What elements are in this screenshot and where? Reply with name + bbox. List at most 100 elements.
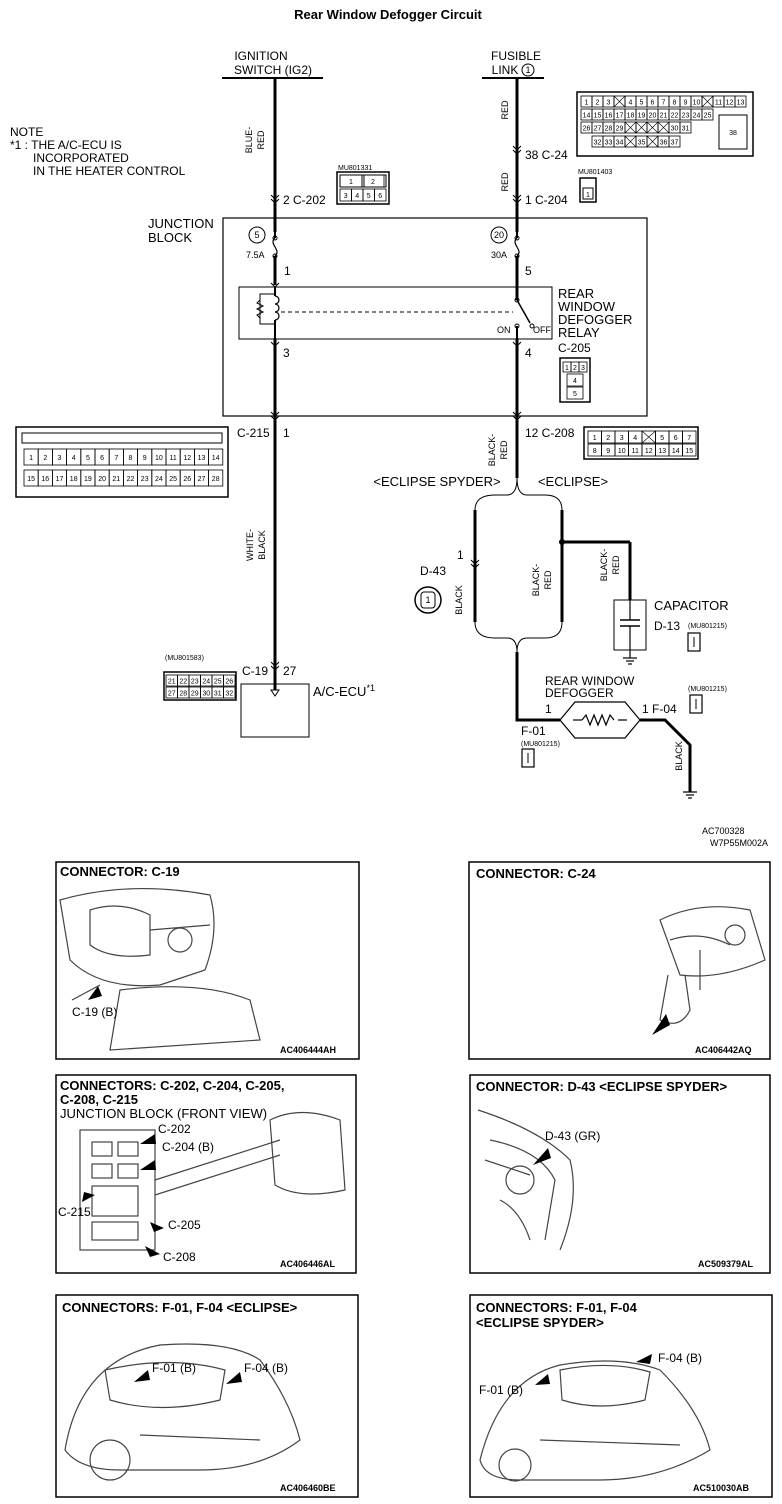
ignition-label-1: IGNITION xyxy=(234,49,287,63)
c24-blank xyxy=(701,95,714,108)
c24-blank xyxy=(613,95,626,108)
fuse5-amp: 7.5A xyxy=(246,250,265,260)
d43-face-pin: 1 xyxy=(425,595,430,605)
wire-label-black-b: BLACK- xyxy=(487,434,497,467)
c24-pin: 1 xyxy=(585,100,589,107)
c215-pin: 27 xyxy=(198,476,206,483)
c24-pin: 22 xyxy=(671,113,679,120)
arrow-icon xyxy=(88,986,102,1000)
jb-pin5: 5 xyxy=(525,264,532,278)
conn-c204: 1 C-204 xyxy=(525,193,568,207)
c215-pin: 18 xyxy=(70,476,78,483)
c24-pin: 35 xyxy=(638,140,646,147)
branch-brace-bottom xyxy=(474,621,563,653)
c215-pin: 13 xyxy=(198,455,206,462)
c215-pin: 4 xyxy=(72,455,76,462)
conn-c24: 38 C-24 xyxy=(525,148,568,162)
c205-cell xyxy=(566,386,584,400)
c19-pin: 21 xyxy=(168,679,176,686)
c19-pin: 24 xyxy=(202,679,210,686)
relay-label-1: REAR xyxy=(558,286,594,301)
f01-face xyxy=(521,748,535,768)
chevron-marks xyxy=(270,145,522,204)
c24-cell xyxy=(701,108,714,121)
c205-pin: 5 xyxy=(573,391,577,398)
c208-pin: 13 xyxy=(658,448,666,455)
c24-pin: 14 xyxy=(583,113,591,120)
conn-f04: 1 F-04 xyxy=(642,702,677,716)
c19-pin: 28 xyxy=(179,691,187,698)
conn-c19-pin: 27 xyxy=(283,664,297,678)
wire-label-red-top: RED xyxy=(500,100,510,120)
c24-cell xyxy=(734,95,747,108)
c208-pin: 6 xyxy=(674,435,678,442)
arrow-icon xyxy=(226,1372,242,1384)
conn-c215: C-215 xyxy=(237,426,270,440)
note-line1: NOTE xyxy=(10,125,43,139)
panel-f-spyder-title: CONNECTORS: F-01, F-04 xyxy=(476,1300,638,1315)
c215-pin: 1 xyxy=(29,455,33,462)
c24-blank xyxy=(624,135,637,148)
relay-off: OFF xyxy=(533,325,551,335)
c24-pin: 21 xyxy=(660,113,668,120)
panel-jb-callout-c215: C-215 xyxy=(58,1205,91,1219)
wire-defogger-ground xyxy=(640,718,692,792)
wire-label-cap-1: BLACK- xyxy=(599,549,609,582)
c208-pin: 7 xyxy=(687,435,691,442)
arrow-icon xyxy=(145,1246,160,1257)
c208-pin: 10 xyxy=(618,448,626,455)
panel-d43-callout: D-43 (GR) xyxy=(545,1129,600,1143)
switch-node-top xyxy=(514,297,520,303)
wire-label-br-1: BLACK- xyxy=(531,564,541,597)
c24-big-cell xyxy=(718,114,748,150)
fuse5-circle xyxy=(248,226,266,244)
c24-cell xyxy=(668,135,681,148)
c24-pin: 9 xyxy=(684,100,688,107)
note-line2: *1 : THE A/C-ECU IS xyxy=(10,138,122,152)
c19-chevron-b xyxy=(270,665,280,671)
panel-jb-callout-c204: C-204 (B) xyxy=(162,1140,214,1154)
arrow-icon xyxy=(636,1354,652,1364)
c215-pin: 16 xyxy=(41,476,49,483)
conn-c202: 2 C-202 xyxy=(283,193,326,207)
c215-pin: 7 xyxy=(114,455,118,462)
c205-pin: 1 xyxy=(565,365,569,372)
wire-label-black-d43: BLACK xyxy=(454,585,464,615)
junction-label-1: JUNCTION xyxy=(148,216,214,231)
car-sketch-spyder xyxy=(479,1360,711,1482)
c202-pin: 6 xyxy=(378,193,382,200)
c215-cell xyxy=(208,448,224,466)
panel-f-eclipse-code: AC406460BE xyxy=(280,1483,336,1493)
c24-blank xyxy=(646,121,659,134)
c24-pin: 10 xyxy=(693,100,701,107)
c19-pin: 22 xyxy=(179,679,187,686)
c215-pin: 2 xyxy=(43,455,47,462)
switch-node-off xyxy=(529,323,535,329)
panel-jb-callout-c208: C-208 xyxy=(163,1250,196,1264)
dash-sketch-2 xyxy=(659,906,766,1024)
c215-pin: 15 xyxy=(27,476,35,483)
arrow-icon xyxy=(134,1370,150,1382)
arrow-icon xyxy=(140,1134,156,1144)
acecu-name: A/C-ECU xyxy=(313,684,366,699)
c24-pin: 33 xyxy=(605,140,613,147)
panel-c24: CONNECTOR: C-24 AC406442AQ xyxy=(468,861,771,1060)
conn-c215-pin: 1 xyxy=(283,426,290,440)
wire-label-red-b: RED xyxy=(499,440,509,460)
capacitor-label: CAPACITOR xyxy=(654,598,729,613)
code-main-1: AC700328 xyxy=(702,826,745,836)
panel-jb-code: AC406446AL xyxy=(280,1259,336,1269)
panel-f-eclipse-title: CONNECTORS: F-01, F-04 <ECLIPSE> xyxy=(62,1300,298,1315)
c215-pin: 25 xyxy=(169,476,177,483)
f04-mu: (MU801215) xyxy=(688,686,727,693)
conn-c19: C-19 xyxy=(242,664,268,678)
c208-pin: 9 xyxy=(606,448,610,455)
branch-brace-top xyxy=(474,477,563,511)
c24-blank xyxy=(635,121,648,134)
fusible-num-circle xyxy=(521,63,535,77)
c215-pin: 11 xyxy=(169,455,176,462)
fuse20-amp: 30A xyxy=(491,250,507,260)
arrow-icon xyxy=(533,1148,551,1165)
c202-cell xyxy=(361,174,385,188)
